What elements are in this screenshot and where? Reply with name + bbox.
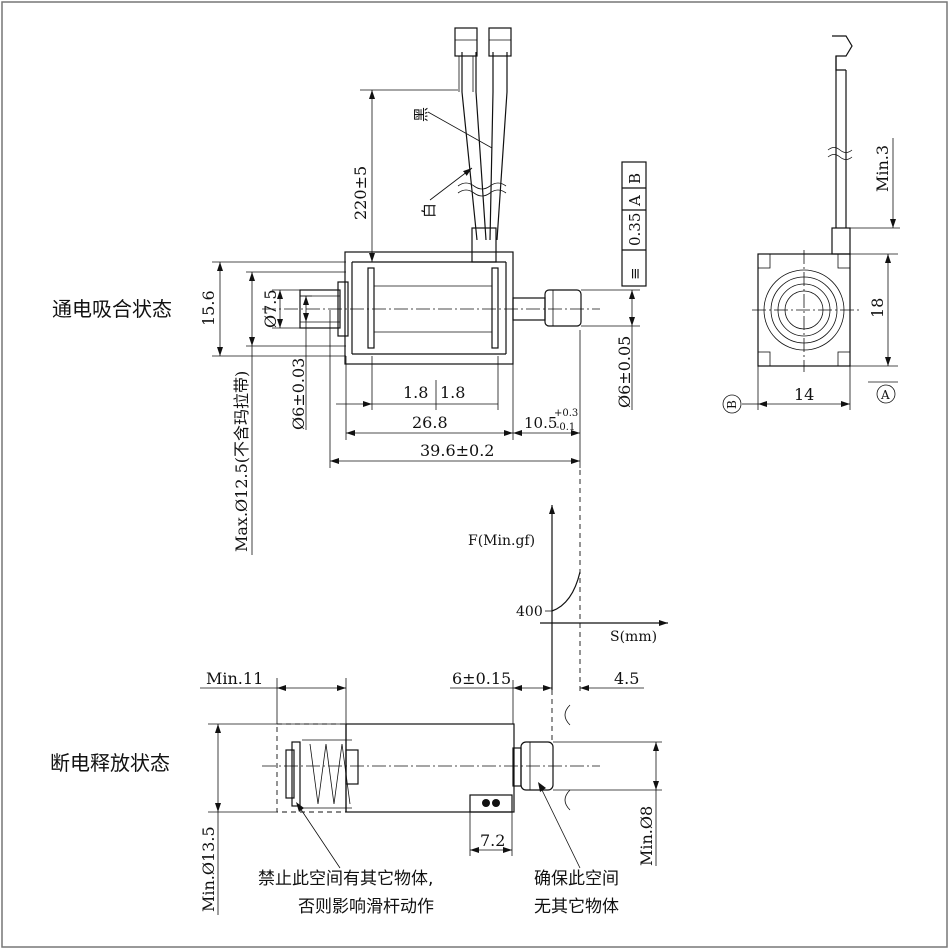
dim-w14: 14 <box>794 385 814 404</box>
dim-h18: 18 <box>868 298 887 318</box>
datum-a-circle <box>876 384 896 404</box>
label-energized: 通电吸合状态 <box>52 297 172 321</box>
bottom-lead-exit <box>469 794 513 813</box>
tol-datum-2: B <box>626 173 644 184</box>
tolerance-frame: ≡ 0.35 A B <box>621 161 647 287</box>
connector-tip-left <box>454 27 478 57</box>
dim-min11: Min.11 <box>206 669 263 688</box>
note-left-line2: 否则影响滑杆动作 <box>298 897 434 917</box>
solenoid-frame <box>344 251 514 365</box>
note-left-line1: 禁止此空间有其它物体, <box>258 869 433 889</box>
energized-view: 220±5 黑 白 15.6 <box>52 27 647 555</box>
dim-26-8: 26.8 <box>412 413 448 432</box>
dim-10-5-tol-up: +0.3 <box>554 408 578 419</box>
dim-d7-5: Ø7.5 <box>261 289 280 328</box>
leader-left <box>299 807 341 869</box>
dim-1-8-a: 1.8 <box>403 383 428 402</box>
end-view: Min.3 18 14 B A <box>722 35 900 414</box>
return-spring <box>309 743 351 805</box>
bobbin-flange-left <box>367 267 375 349</box>
dim-min-d13-5: Min.Ø13.5 <box>199 826 218 912</box>
dim-4-5: 4.5 <box>614 669 639 688</box>
label-wire-black: 黑 <box>412 107 430 122</box>
dim-39-6: 39.6±0.2 <box>420 441 494 460</box>
label-deenergized: 断电释放状态 <box>50 751 170 775</box>
end-wire-tip <box>832 35 853 71</box>
dim-min-d8: Min.Ø8 <box>637 806 656 866</box>
end-lead-boss <box>831 227 851 255</box>
bottom-body <box>345 723 515 813</box>
force-stroke-graph: F(Min.gf) S(mm) 400 <box>468 470 668 692</box>
tol-datum-1: A <box>626 195 644 207</box>
deenergized-view: 断电释放状态 Min.11 6±0.15 <box>50 669 662 917</box>
tol-symbol: ≡ <box>626 267 644 280</box>
dim-height-15-6: 15.6 <box>199 290 218 326</box>
dim-min3: Min.3 <box>873 145 892 192</box>
note-right-line1: 确保此空间 <box>534 869 619 889</box>
plunger-tip <box>544 289 582 327</box>
spring-washer <box>291 741 301 807</box>
dim-max-diameter: Max.Ø12.5(不含玛拉带) <box>232 371 251 552</box>
datum-b-circle <box>722 394 742 414</box>
datum-a-label: A <box>880 388 890 402</box>
wire-white-1 <box>461 52 478 241</box>
dim-1-8-b: 1.8 <box>440 383 465 402</box>
note-right-line2: 无其它物体 <box>534 897 619 917</box>
leader-right <box>540 787 581 869</box>
x-axis-label: S(mm) <box>610 629 657 645</box>
dim-10-5: 10.5 <box>524 414 557 432</box>
bobbin-flange-right <box>491 267 499 349</box>
dim-d6-03: Ø6±0.03 <box>289 358 308 430</box>
wire-white-2 <box>475 52 487 241</box>
dim-d6-05: Ø6±0.05 <box>615 336 634 408</box>
dim-lead-length: 220±5 <box>351 166 370 220</box>
dim-10-5-tol-dn: -0.1 <box>556 422 575 433</box>
connector-tip-right <box>488 27 512 57</box>
y-axis-label: F(Min.gf) <box>468 533 535 549</box>
label-wire-white: 白 <box>420 203 438 218</box>
lead-boss <box>471 227 497 263</box>
tol-value: 0.35 <box>626 213 644 246</box>
wire-black-2 <box>496 52 508 241</box>
keep-clear-zone-left <box>276 723 347 813</box>
datum-b-label: B <box>725 400 739 409</box>
y-tick-label-400: 400 <box>516 604 543 620</box>
dim-w7-2: 7.2 <box>480 831 505 850</box>
dim-6-15: 6±0.15 <box>452 669 511 688</box>
wire-black-1 <box>489 52 494 241</box>
force-curve <box>551 571 581 612</box>
